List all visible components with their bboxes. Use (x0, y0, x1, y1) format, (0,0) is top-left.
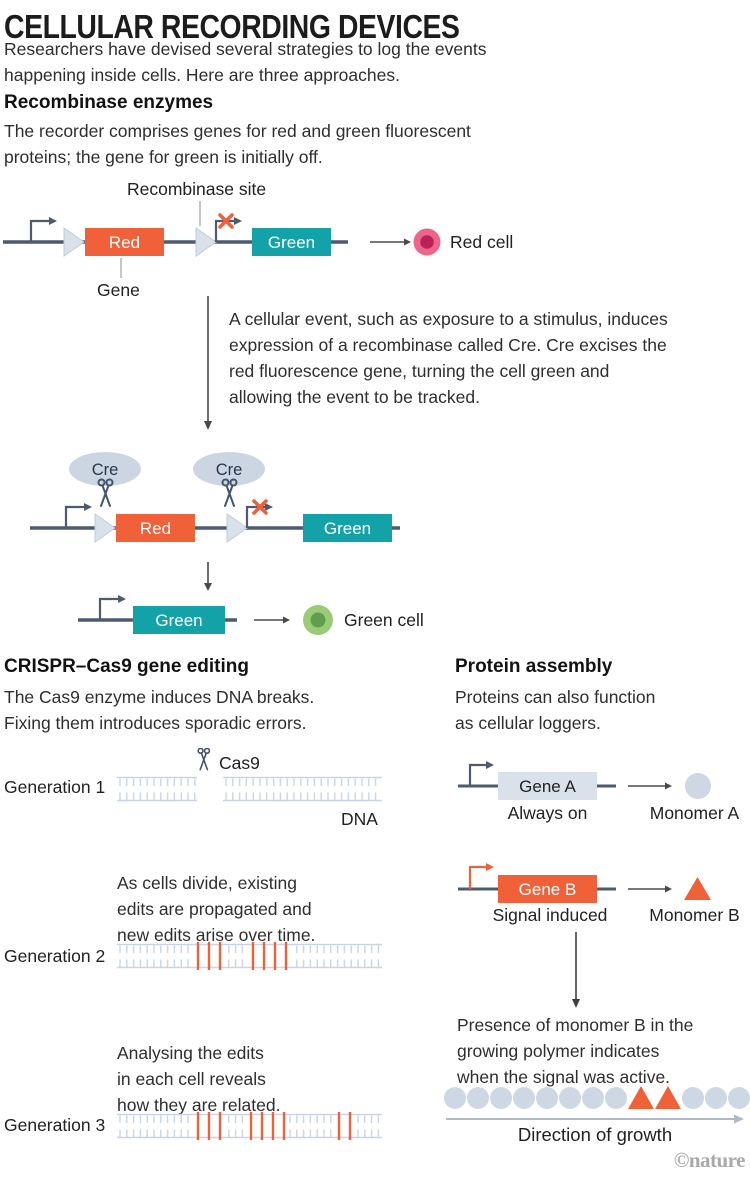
generation-3-label: Generation 3 (4, 1115, 106, 1135)
monomer-b-label: Monomer B (649, 905, 740, 925)
generation-3-note: Analysing the edits in each cell reveals… (117, 1043, 281, 1115)
green-gene-box: Green (133, 606, 225, 634)
promoter-arrow-icon (64, 503, 92, 528)
cas9-scissors-icon (197, 748, 211, 771)
growth-direction-label: Direction of growth (517, 1124, 673, 1145)
green-result-diagram: Green Green cell (78, 562, 424, 635)
generation-1-label: Generation 1 (4, 777, 106, 797)
blocked-x-icon (218, 213, 234, 229)
gene-a-caption: Always on (507, 803, 588, 823)
blocked-promoter-icon (245, 499, 273, 528)
red-gene-label: Red (140, 519, 171, 538)
dna-label: DNA (341, 809, 378, 829)
recombinase-body: The recorder comprises genes for red and… (4, 121, 471, 167)
cre-label: Cre (216, 461, 243, 479)
recombinase-site-triangle (94, 513, 116, 543)
generation-2-label: Generation 2 (4, 946, 106, 966)
arrow-to-green-cell (254, 616, 290, 624)
protein-body: Proteins can also function as cellular l… (455, 687, 656, 733)
green-gene-label: Green (268, 233, 315, 252)
green-gene-label: Green (155, 611, 202, 630)
red-gene-label: Red (109, 233, 140, 252)
monomer-a-unit (728, 1087, 750, 1109)
recombinase-initial-diagram: Recombinase site Red Green (3, 179, 513, 300)
cre-enzyme-2: Cre (193, 452, 265, 507)
polymer-chain (444, 1086, 750, 1109)
monomer-a-unit (467, 1087, 489, 1109)
blocked-x-icon (252, 499, 268, 515)
monomer-a-unit (536, 1087, 558, 1109)
monomer-a-label: Monomer A (649, 803, 740, 823)
monomer-a-unit (513, 1087, 535, 1109)
dna-ladder-generation-2 (117, 942, 382, 975)
red-gene-box: Red (116, 514, 195, 542)
nature-credit: ©nature (673, 1148, 746, 1172)
arrow-to-monomer-b (628, 885, 672, 893)
promoter-arrow-icon (468, 761, 494, 786)
recombinase-site-label: Recombinase site (127, 179, 266, 199)
gene-b-diagram: Gene B (458, 863, 711, 903)
monomer-b-unit (628, 1086, 654, 1109)
green-gene-box: Green (252, 228, 331, 256)
monomer-a-icon (685, 773, 711, 799)
monomer-a-unit (582, 1087, 604, 1109)
red-cell-label: Red cell (450, 232, 513, 252)
polymer-text: Presence of monomer B in the growing pol… (457, 1015, 694, 1087)
green-cell-label: Green cell (344, 610, 424, 630)
intro-text: Researchers have devised several strateg… (4, 39, 487, 85)
gene-b-label: Gene B (519, 880, 577, 899)
green-gene-label: Green (324, 519, 371, 538)
monomer-a-unit (605, 1087, 627, 1109)
promoter-arrow-icon (29, 217, 57, 242)
promoter-arrow-icon (98, 595, 126, 620)
small-down-arrow (204, 562, 212, 591)
cre-excision-diagram: Cre Cre Red Gre (30, 452, 400, 543)
gene-b-caption: Signal induced (492, 905, 608, 925)
gene-a-diagram: Gene A (458, 761, 711, 800)
dna-ladder-generation-1 (117, 775, 382, 808)
generation-2-note: As cells divide, existing edits are prop… (117, 873, 316, 945)
cre-label: Cre (92, 461, 119, 479)
dna-ladder-generation-3 (117, 1112, 382, 1145)
growth-direction-arrow (446, 1114, 744, 1124)
section-protein-heading: Protein assembly (455, 656, 613, 677)
monomer-b-icon (684, 877, 711, 900)
monomer-a-unit (490, 1087, 512, 1109)
monomer-b-unit (655, 1086, 681, 1109)
blocked-promoter-icon (214, 213, 242, 242)
gene-label: Gene (97, 280, 140, 300)
green-cell-icon (303, 605, 333, 635)
monomer-a-unit (444, 1087, 466, 1109)
crispr-body: The Cas9 enzyme induces DNA breaks. Fixi… (4, 687, 315, 733)
monomer-a-unit (559, 1087, 581, 1109)
gene-a-label: Gene A (519, 777, 576, 796)
monomer-a-unit (705, 1087, 727, 1109)
green-gene-box: Green (303, 514, 392, 542)
section-crispr-heading: CRISPR–Cas9 gene editing (4, 656, 249, 677)
gene-b-box: Gene B (498, 875, 597, 903)
arrow-to-monomer-a (628, 782, 672, 790)
induced-promoter-arrow-icon (468, 863, 494, 889)
arrow-to-red-cell (370, 238, 411, 246)
recombinase-site-triangle (226, 513, 248, 543)
cre-enzyme-1: Cre (69, 452, 141, 507)
recombinase-site-triangle (63, 227, 85, 257)
recombinase-site-triangle (195, 227, 217, 257)
page-title: CELLULAR RECORDING DEVICES (4, 8, 460, 45)
section-recombinase-heading: Recombinase enzymes (4, 92, 214, 113)
red-gene-box: Red (85, 228, 164, 256)
gene-a-box: Gene A (498, 772, 597, 800)
event-text: A cellular event, such as exposure to a … (229, 309, 668, 407)
polymer-down-arrow (572, 932, 580, 1008)
red-cell-icon (413, 228, 441, 256)
event-down-arrow (204, 296, 212, 430)
monomer-a-unit (682, 1087, 704, 1109)
cas9-label: Cas9 (219, 753, 260, 773)
